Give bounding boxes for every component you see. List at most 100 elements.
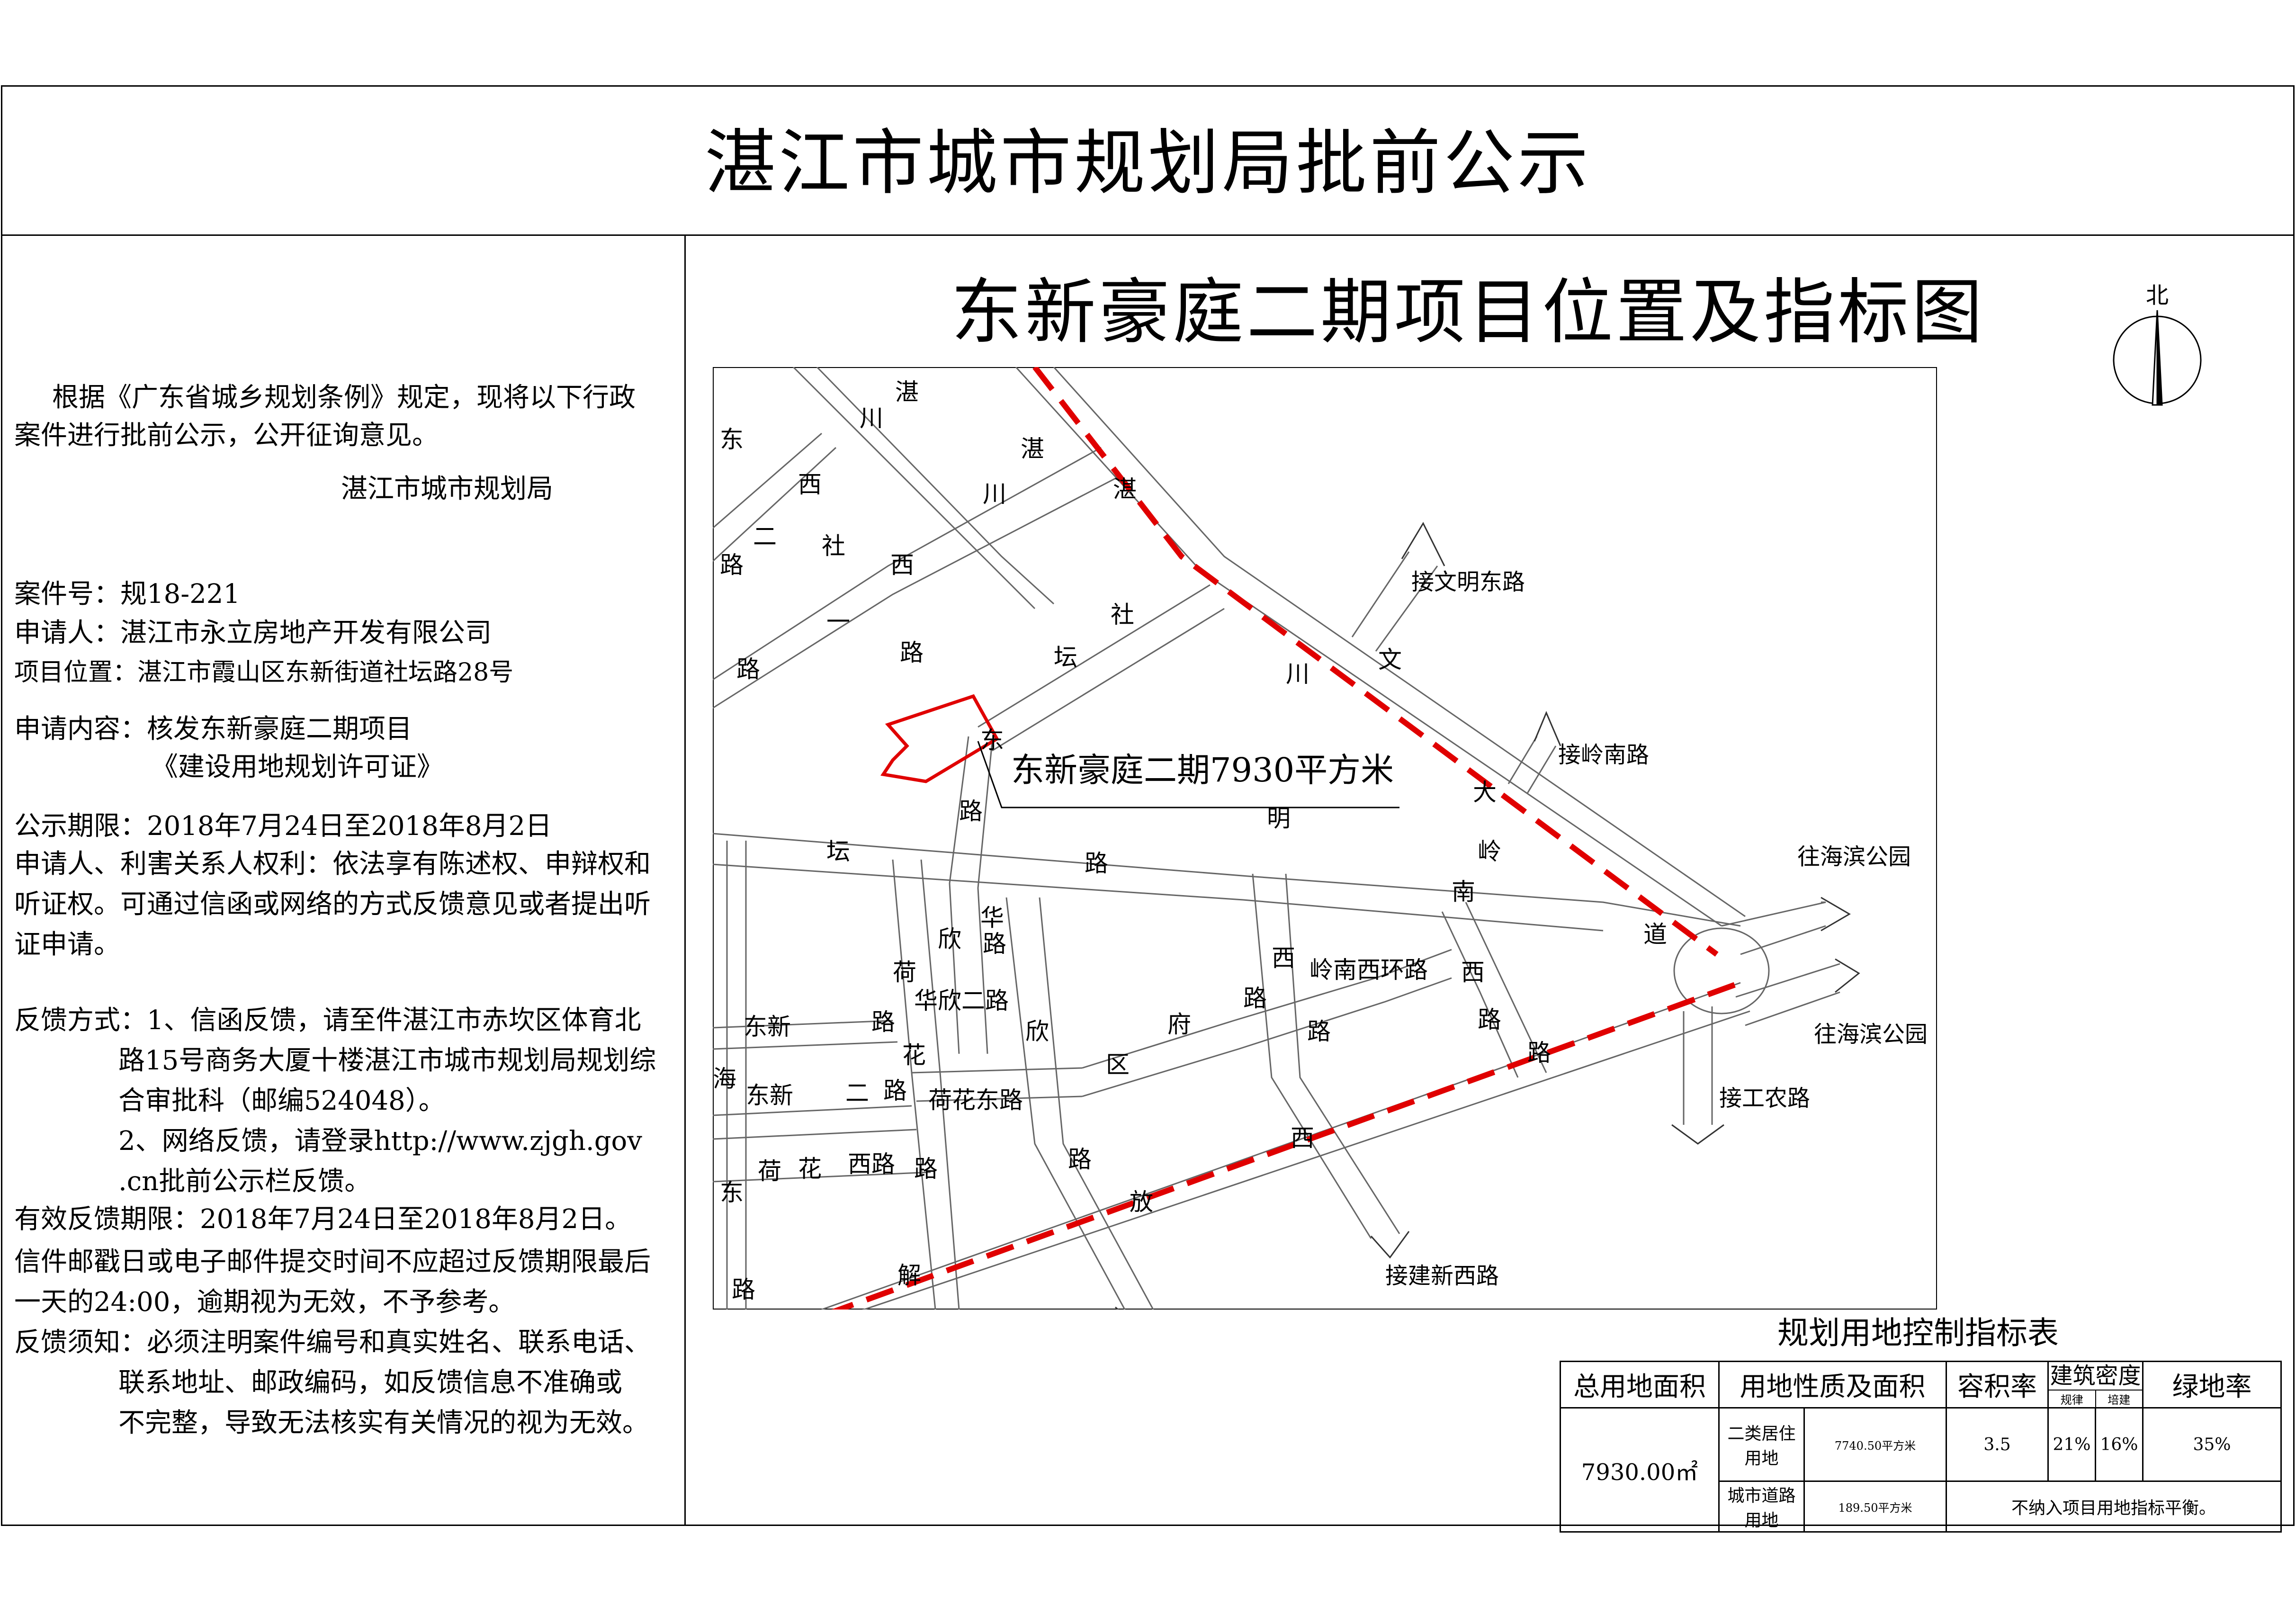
road-char: 西 — [1272, 944, 1295, 972]
road-char: 路 — [871, 1008, 895, 1036]
road-char: 东新 — [746, 1082, 793, 1109]
road-char: 荷 — [758, 1157, 781, 1185]
page-frame — [1, 85, 2295, 1526]
notes-line-3: 不完整，导致无法核实有关情况的视为无效。 — [118, 1408, 649, 1438]
road-char: 荷 — [893, 959, 916, 986]
road-char: 路 — [720, 551, 744, 579]
postmark-line-1: 信件邮戳日或电子邮件提交时间不应超过反馈期限最后 — [14, 1247, 651, 1277]
rights-line-2: 听证权。可通过信函或网络的方式反馈意见或者提出听 — [14, 889, 651, 920]
road-char: 路 — [1307, 1018, 1331, 1045]
notice-intro-line-2: 案件进行批前公示，公开征询意见。 — [14, 420, 439, 451]
road-char: 花 — [798, 1155, 822, 1183]
road-char: 湛 — [1113, 476, 1137, 503]
road-char: 社 — [1111, 601, 1134, 628]
trunk-road-centerline — [831, 367, 1742, 1310]
row1-far: 3.5 — [1946, 1407, 2049, 1482]
road-char: 路 — [900, 639, 924, 666]
road-char: 西 — [890, 551, 914, 579]
road-char: 川 — [983, 480, 1006, 508]
application-content-line-1: 申请内容：核发东新豪庭二期项目 — [14, 714, 412, 745]
density-label: 建筑密度 — [2050, 1363, 2141, 1389]
site-leader-line — [977, 741, 1399, 808]
road-char: 湛 — [1021, 435, 1044, 463]
road-char: 放 — [1130, 1188, 1153, 1216]
road-char: 欣 — [938, 925, 961, 953]
road-char: 华欣二路 — [914, 987, 1009, 1014]
row1-green: 35% — [2142, 1407, 2282, 1482]
road-char: 区 — [1106, 1051, 1130, 1078]
north-arrow-icon: 北 — [2113, 282, 2202, 406]
connector-label-haibin-1: 往海滨公园 — [1797, 843, 1911, 870]
road-char: 川 — [860, 404, 883, 432]
road-char: 二 — [753, 523, 777, 550]
total-area-value: 7930.00㎡ — [1560, 1407, 1720, 1533]
header-divider — [1, 234, 2295, 236]
density-sub-2: 培建 — [2108, 1393, 2131, 1407]
road-char: 坛 — [1054, 644, 1077, 671]
feedback-line-5: .cn批前公示栏反馈。 — [118, 1166, 371, 1197]
feedback-line-3: 合审批科（邮编524048）。 — [118, 1086, 445, 1116]
notes-line-1: 反馈须知：必须注明案件编号和真实姓名、联系电话、 — [14, 1327, 651, 1358]
row2-type: 城市道路用地 — [1718, 1480, 1805, 1533]
feedback-line-2: 路15号商务大厦十楼湛江市城市规划局规划综 — [118, 1045, 656, 1076]
road-char: 路 — [1068, 1146, 1092, 1173]
publicity-period: 公示期限：2018年7月24日至2018年8月2日 — [14, 811, 552, 842]
header-nature: 用地性质及面积 — [1718, 1361, 1947, 1409]
road-char: 解 — [897, 1262, 921, 1289]
postmark-line-2: 一天的24:00，逾期视为无效，不予参考。 — [14, 1287, 515, 1318]
road-char: 明 — [1267, 805, 1291, 832]
connector-label-gongnong: 接工农路 — [1719, 1085, 1810, 1112]
road-char: 西 — [798, 471, 822, 498]
road-char: 西 — [1461, 959, 1485, 986]
road-char: 川 — [1286, 660, 1309, 688]
road-char: 西路 — [848, 1150, 895, 1178]
row1-density-2: 16% — [2095, 1407, 2144, 1482]
road-char: 府 — [1167, 1011, 1191, 1038]
map-title: 东新豪庭二期项目位置及指标图 — [951, 271, 1985, 354]
road-char: 欣 — [1025, 1018, 1049, 1045]
road-char: 东 — [980, 727, 1004, 754]
road-char: 大 — [1473, 779, 1497, 806]
row2-note: 不纳入项目用地指标平衡。 — [1946, 1480, 2282, 1533]
road-char: 路 — [1527, 1039, 1551, 1067]
density-sub-1: 规律 — [2049, 1391, 2096, 1407]
header-far: 容积率 — [1946, 1361, 2049, 1409]
feedback-line-4: 2、网络反馈，请登录http://www.zjgh.gov — [118, 1126, 642, 1157]
road-char: 东 — [720, 426, 744, 453]
site-area-label: 东新豪庭二期7930平方米 — [1011, 751, 1394, 790]
applicant: 申请人：湛江市永立房地产开发有限公司 — [14, 618, 492, 648]
valid-feedback-period: 有效反馈期限：2018年7月24日至2018年8月2日。 — [14, 1204, 632, 1235]
road-char: 西 — [1291, 1124, 1314, 1152]
connector-label-jianxinxi: 接建新西路 — [1385, 1263, 1499, 1289]
project-site-boundary — [880, 694, 999, 783]
road-network — [713, 367, 1840, 1310]
connector-label-lingnan: 接岭南路 — [1558, 742, 1649, 768]
road-char: 海 — [713, 1065, 736, 1093]
road-char: 路 — [736, 655, 760, 683]
road-labels: 湛 川 湛 川 湛 西 东 二 西 路 社 西 一 路 路 坛 社 川 文 东 … — [713, 378, 1667, 1303]
page-title: 湛江市城市规划局批前公示 — [704, 122, 1591, 205]
road-char: 文 — [1378, 646, 1402, 673]
road-char: 道 — [1643, 921, 1667, 948]
road-char: 路 — [983, 930, 1006, 958]
case-number: 案件号：规18-221 — [14, 579, 241, 610]
location-map: 东新豪庭二期7930平方米 接文明东路 接岭南路 往海滨公园 往海滨公园 接工农… — [713, 367, 1937, 1310]
road-char: 花 — [902, 1041, 926, 1069]
road-char: 坛 — [826, 838, 850, 865]
road-char: 东新 — [744, 1013, 791, 1041]
application-content-line-2: 《建设用地规划许可证》 — [152, 752, 443, 782]
row2-area: 189.50平方米 — [1803, 1480, 1947, 1533]
road-char: 路 — [1478, 1006, 1501, 1033]
road-char: 湛 — [895, 378, 919, 406]
road-char: 二 — [845, 1079, 869, 1107]
road-char: 华 — [980, 904, 1004, 932]
road-char: 社 — [822, 532, 845, 560]
header-density: 建筑密度 规律 培建 — [2047, 1361, 2144, 1409]
notes-line-2: 联系地址、邮政编码，如反馈信息不准确或 — [118, 1367, 622, 1398]
road-char: 东 — [720, 1179, 744, 1206]
row1-area: 7740.50平方米 — [1803, 1407, 1947, 1482]
column-divider — [684, 234, 686, 1526]
header-total-area: 总用地面积 — [1560, 1361, 1720, 1409]
row1-density-1: 21% — [2047, 1407, 2096, 1482]
rights-line-1: 申请人、利害关系人权利：依法享有陈述权、申辩权和 — [14, 849, 651, 879]
